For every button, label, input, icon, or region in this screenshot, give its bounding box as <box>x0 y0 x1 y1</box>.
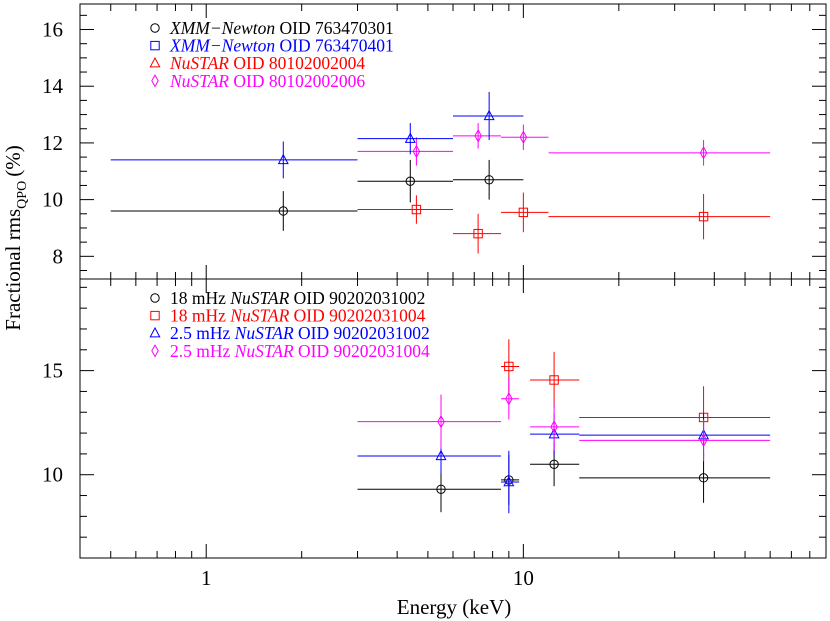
x-tick-label: 1 <box>201 566 212 590</box>
data-point-p1 <box>500 124 549 151</box>
data-point-p2 <box>357 438 501 474</box>
legend-entry-p2: 2.5 mHz NuSTAR OID 90202031002 <box>170 323 430 343</box>
legend-marker-p1 <box>151 74 159 88</box>
legend-entry-p1: NuSTAR OID 80102002004 <box>169 53 365 73</box>
marker-diamond <box>699 146 708 160</box>
y-tick-label-p1: 14 <box>42 74 64 98</box>
y-tick-label-p1: 16 <box>42 18 63 42</box>
top-panel: 8 10 12 14 16 XMM−Newton OID 763470301XMM−New… <box>42 3 827 280</box>
data-point-p1 <box>453 213 501 254</box>
data-point-p2 <box>530 402 580 451</box>
marker-circle <box>484 175 494 185</box>
data-point-p2 <box>530 351 580 409</box>
marker-diamond <box>699 433 708 448</box>
marker-square <box>698 211 709 222</box>
marker-diamond <box>412 144 421 159</box>
x-tick-label: 10 <box>513 566 534 590</box>
legend-marker-p2 <box>150 310 160 321</box>
legend-marker-p2 <box>149 326 161 338</box>
marker-diamond <box>474 129 482 143</box>
data-point-p2 <box>530 442 580 487</box>
legend-marker-p2 <box>150 293 160 303</box>
marker-diamond <box>437 414 445 429</box>
legend-entry-p2: 18 mHz NuSTAR OID 90202031002 <box>170 288 425 308</box>
legend-entry-p1: XMM−Newton OID 763470301 <box>169 18 394 38</box>
legend-marker-p1 <box>150 23 160 33</box>
y-tick-label-p1: 10 <box>42 188 63 212</box>
marker-triangle <box>277 153 289 165</box>
legend-marker-p2 <box>151 344 159 358</box>
data-point-p2 <box>579 419 771 462</box>
data-point-p2 <box>579 386 771 449</box>
data-point-p1 <box>500 192 549 233</box>
data-point-p1 <box>110 141 358 179</box>
marker-square <box>518 207 529 218</box>
y-tick-label-p1: 12 <box>42 131 63 155</box>
marker-circle <box>549 459 559 470</box>
marker-circle <box>436 484 446 494</box>
legend-entry-p1: NuSTAR OID 80102002006 <box>169 71 365 91</box>
x-axis-label: Energy (keV) <box>397 595 512 619</box>
data-point-p1 <box>357 195 453 224</box>
marker-diamond <box>519 130 528 144</box>
marker-triangle <box>435 449 447 461</box>
data-point-p1 <box>357 159 453 203</box>
marker-triangle <box>503 475 515 487</box>
legend-entry-p1: XMM−Newton OID 763470401 <box>169 36 394 56</box>
marker-diamond <box>550 420 558 434</box>
data-point-p1 <box>453 123 501 149</box>
marker-triangle <box>404 132 416 143</box>
marker-triangle <box>483 109 495 121</box>
legend-entry-p2: 18 mHz NuSTAR OID 90202031004 <box>170 306 426 326</box>
data-point-p2 <box>357 466 501 513</box>
y-axis-label: Fractional rmsQPO(%) <box>1 145 30 330</box>
marker-square <box>473 228 483 239</box>
data-point-p2 <box>500 450 520 514</box>
data-point-p2 <box>530 413 580 455</box>
marker-circle <box>698 473 709 483</box>
marker-diamond <box>505 391 513 406</box>
data-point-p1 <box>453 159 524 200</box>
data-point-p1 <box>548 193 771 240</box>
y-tick-label-p1: 8 <box>53 244 64 268</box>
data-point-p2 <box>579 413 771 458</box>
data-point-p2 <box>579 452 771 503</box>
marker-square <box>504 361 514 372</box>
legend-marker-p1 <box>150 40 160 51</box>
legend-marker-p1 <box>149 56 161 68</box>
data-point-p2 <box>357 394 501 449</box>
data-point-p2 <box>500 377 520 420</box>
legend-entry-p2: 2.5 mHz NuSTAR OID 90202031004 <box>170 341 430 361</box>
y-tick-label-p2: 15 <box>42 359 63 383</box>
data-point-p1 <box>357 137 453 166</box>
y-tick-label-p2: 10 <box>42 463 63 487</box>
data-point-p1 <box>110 191 358 231</box>
marker-square <box>411 204 422 215</box>
marker-circle <box>405 176 415 186</box>
data-point-p1 <box>357 123 453 155</box>
marker-circle <box>278 206 288 216</box>
data-point-p1 <box>453 91 524 141</box>
data-point-p2 <box>500 339 520 394</box>
data-point-p1 <box>548 140 771 166</box>
marker-square <box>549 375 559 385</box>
